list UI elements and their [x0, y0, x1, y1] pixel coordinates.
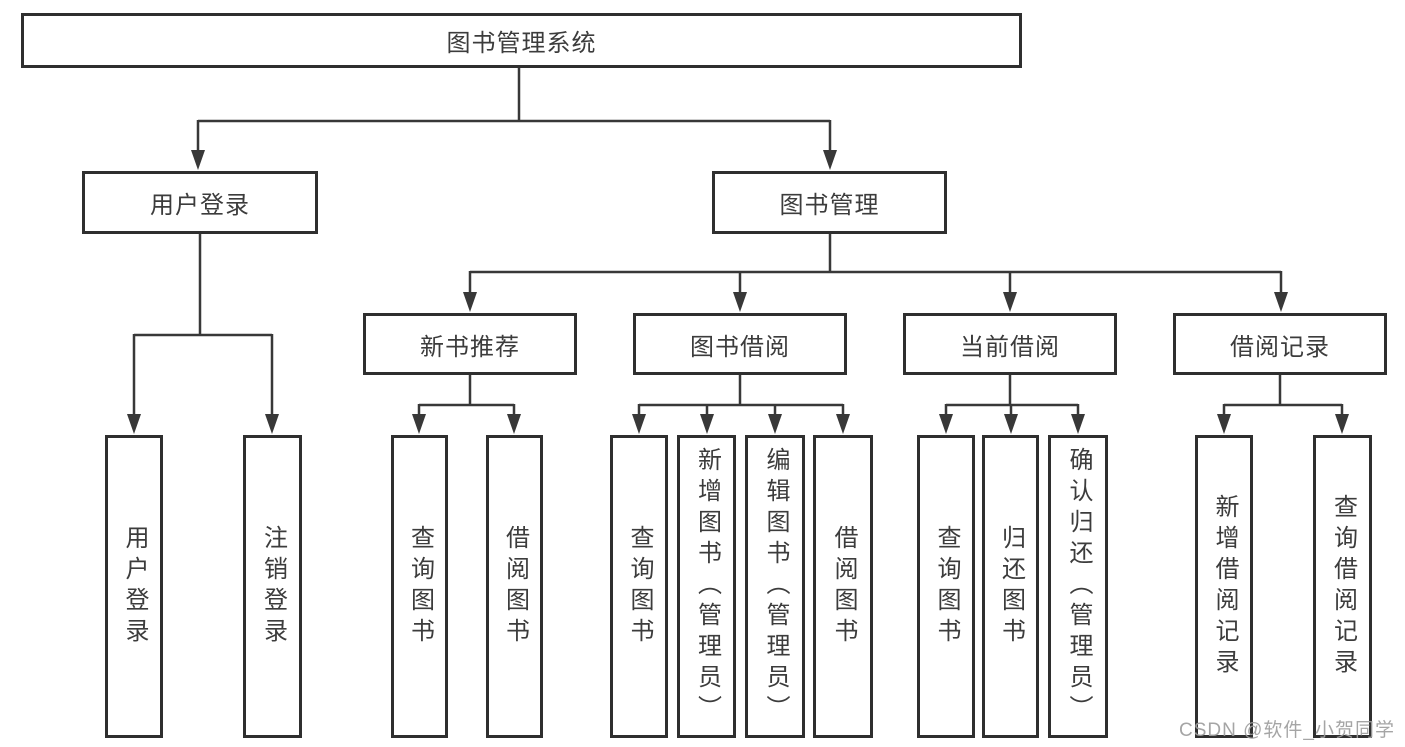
leaf-confirm-return-admin-label: 确认归还（管理员） — [1065, 447, 1092, 726]
node-user-login-label: 用户登录 — [150, 192, 250, 219]
leaf-logout-label: 注销登录 — [259, 524, 287, 649]
leaf-borrow-book: 借阅图书 — [813, 435, 873, 738]
leaf-confirm-return-admin: 确认归还（管理员） — [1048, 435, 1108, 738]
node-book-borrow-label: 图书借阅 — [690, 333, 790, 361]
node-book-management: 图书管理 — [712, 171, 947, 234]
leaf-recommend-query-book: 查询图书 — [391, 435, 448, 738]
leaf-user-login: 用户登录 — [105, 435, 163, 738]
leaf-return-book: 归还图书 — [982, 435, 1039, 738]
leaf-recommend-borrow-book: 借阅图书 — [486, 435, 543, 738]
leaf-borrow-query-book-label: 查询图书 — [626, 524, 653, 649]
node-new-book-recommend-label: 新书推荐 — [420, 333, 520, 361]
leaf-add-book-admin: 新增图书（管理员） — [677, 435, 736, 738]
leaf-current-query-book-label: 查询图书 — [933, 524, 960, 649]
leaf-add-book-admin-label: 新增图书（管理员） — [693, 447, 721, 726]
csdn-watermark: CSDN @软件_小贺同学 — [1179, 720, 1395, 741]
leaf-borrow-query-book: 查询图书 — [610, 435, 668, 738]
node-root-label: 图书管理系统 — [446, 30, 597, 57]
leaf-edit-book-admin: 编辑图书（管理员） — [745, 435, 805, 738]
node-current-borrow: 当前借阅 — [903, 313, 1117, 375]
leaf-edit-book-admin-label: 编辑图书（管理员） — [762, 447, 789, 726]
node-current-borrow-label: 当前借阅 — [960, 333, 1060, 361]
leaf-add-borrow-record: 新增借阅记录 — [1195, 435, 1253, 738]
node-borrow-records-label: 借阅记录 — [1230, 333, 1330, 361]
node-book-management-label: 图书管理 — [779, 192, 880, 219]
node-book-borrow: 图书借阅 — [633, 313, 847, 375]
leaf-current-query-book: 查询图书 — [917, 435, 975, 738]
node-new-book-recommend: 新书推荐 — [363, 313, 577, 375]
leaf-recommend-borrow-book-label: 借阅图书 — [501, 524, 529, 649]
leaf-query-borrow-record: 查询借阅记录 — [1313, 435, 1372, 738]
leaf-logout: 注销登录 — [243, 435, 302, 738]
node-user-login: 用户登录 — [82, 171, 318, 234]
leaf-borrow-book-label: 借阅图书 — [830, 524, 857, 649]
leaf-query-borrow-record-label: 查询借阅记录 — [1329, 493, 1357, 680]
leaf-user-login-label: 用户登录 — [121, 524, 148, 649]
node-borrow-records: 借阅记录 — [1173, 313, 1387, 375]
leaf-return-book-label: 归还图书 — [997, 524, 1025, 649]
leaf-add-borrow-record-label: 新增借阅记录 — [1211, 493, 1238, 680]
node-root: 图书管理系统 — [21, 13, 1022, 68]
leaf-recommend-query-book-label: 查询图书 — [406, 524, 434, 649]
